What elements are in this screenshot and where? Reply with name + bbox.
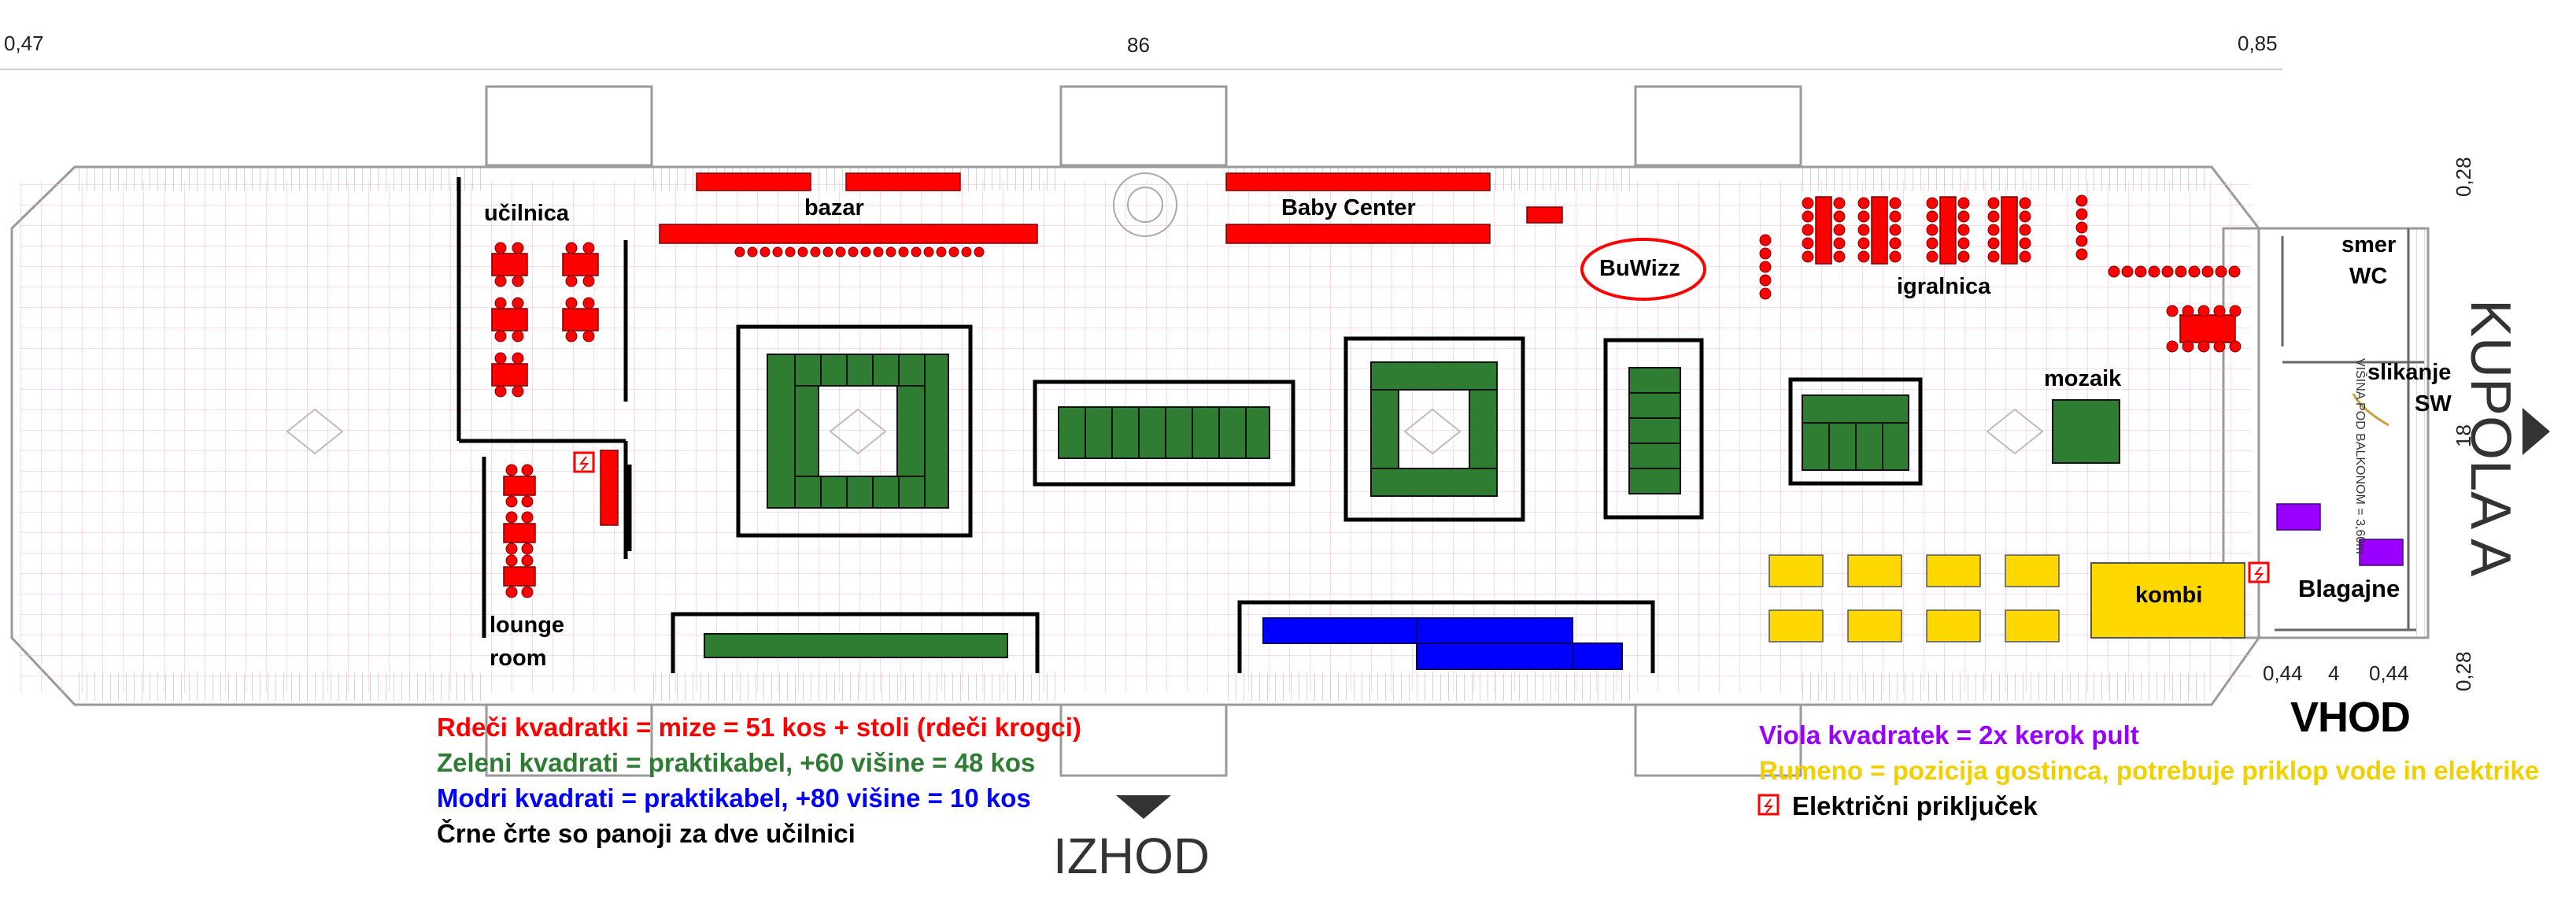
- right-side-walls: [2275, 228, 2424, 631]
- green-stages-4: [1628, 367, 1681, 494]
- pillar-icon: [286, 408, 2044, 455]
- stage-frame-2: [1033, 380, 1295, 487]
- classroom-panels: [456, 177, 632, 638]
- green-stages-3: [1370, 361, 1498, 497]
- label-mozaik: mozaik: [2044, 366, 2122, 391]
- dimension-top-left: 0,47: [4, 31, 44, 55]
- green-stages-2: [1058, 406, 1270, 459]
- vhod-label: VHOD: [2290, 694, 2411, 741]
- legend-red: Rdeči kvadratki = mize = 51 kos + stoli …: [437, 713, 1081, 742]
- label-wc: WC: [2349, 264, 2388, 289]
- dimension-right-bottom: 0,28: [2452, 651, 2475, 691]
- legend-violet: Viola kvadratek = 2x kerok pult: [1759, 720, 2139, 750]
- bazar-chairs: [734, 246, 985, 257]
- label-baby-center: Baby Center: [1281, 195, 1416, 220]
- label-bazar: bazar: [804, 195, 864, 220]
- kupola-label: KUPOLA A: [2459, 299, 2522, 577]
- kupola-arrow-icon: [2522, 408, 2550, 455]
- stage-frame-4: [1603, 338, 1704, 520]
- label-igralnica: igralnica: [1897, 274, 1991, 299]
- stage-frame-3: [1343, 336, 1525, 522]
- stage-frame-5: [1788, 377, 1923, 486]
- label-ucilnica: učilnica: [484, 201, 569, 226]
- blue-stages: [1262, 617, 1623, 670]
- baby-center-tables: [1225, 172, 1563, 244]
- balcony-height-note: VIŠINA POD BALKONOM = 3,60m: [2353, 358, 2367, 554]
- electric-connection-glyph: [578, 456, 2264, 813]
- izhod-arrow-icon: [1116, 795, 1171, 819]
- dimension-entrance-right: 0,44: [2369, 661, 2409, 685]
- stage-frame-1: [736, 324, 973, 538]
- igralnica-tables: [1815, 196, 2236, 343]
- legend-blue: Modri kvadrati = praktikabel, +80 višine…: [437, 783, 1031, 813]
- green-stages-5: [1802, 394, 1909, 471]
- legend-yellow: Rumeno = pozicija gostinca, potrebuje pr…: [1759, 756, 2540, 785]
- dimension-entrance-mid: 4: [2328, 661, 2340, 685]
- buwizz-marker: [1580, 238, 1706, 301]
- lounge-tables: [503, 450, 619, 587]
- yellow-catering-counters: [1768, 554, 2060, 643]
- label-room: room: [490, 646, 547, 671]
- green-stages-6: [704, 633, 1008, 658]
- green-stages-1: [767, 354, 949, 509]
- label-sw: SW: [2415, 391, 2452, 417]
- ucilnica-chairs: [494, 242, 595, 398]
- igralnica-chairs: [1759, 194, 2242, 353]
- label-slikanje: slikanje: [2367, 360, 2452, 385]
- dimension-top-right: 0,85: [2238, 31, 2278, 55]
- spiral-stair-icon: [1113, 172, 1177, 237]
- label-buwizz: BuWizz: [1599, 256, 1680, 281]
- izhod-label: IZHOD: [1053, 828, 1210, 884]
- label-lounge: lounge: [490, 613, 565, 638]
- label-blagajne: Blagajne: [2298, 575, 2400, 602]
- right-side-curve-icon: [2352, 393, 2389, 427]
- lounge-chairs: [505, 464, 534, 598]
- label-smer: smer: [2341, 232, 2397, 257]
- dimension-right-top: 0,28: [2452, 157, 2475, 197]
- legend-green: Zeleni kvadrati = praktikabel, +60 višin…: [437, 748, 1036, 777]
- dimension-top-center: 86: [1127, 33, 1150, 57]
- mozaik-block: [2052, 399, 2120, 464]
- ucilnica-tables: [491, 253, 599, 387]
- legend-black: Črne črte so panoji za dve učilnici: [437, 819, 856, 848]
- label-kombi: kombi: [2135, 583, 2203, 608]
- dimension-entrance-left: 0,44: [2263, 661, 2303, 685]
- stage-frame-7: [1237, 600, 1655, 673]
- bazar-tables: [659, 172, 1038, 244]
- violet-kerok-counters: [2276, 503, 2404, 566]
- kombi-vehicle: [2090, 562, 2245, 639]
- stage-frame-6: [671, 612, 1040, 673]
- legend-electric: Električni priključek: [1792, 791, 2038, 820]
